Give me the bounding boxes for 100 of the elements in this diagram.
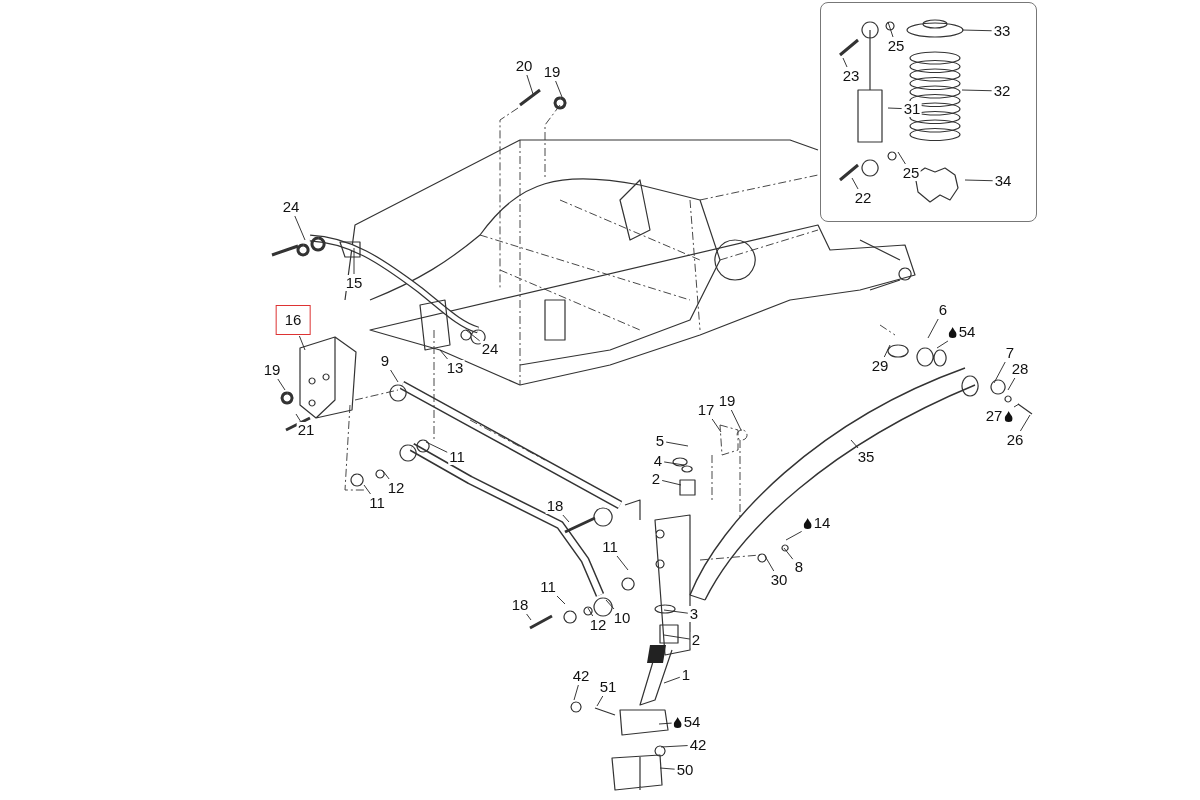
- leader-line: [665, 441, 689, 447]
- leader-line: [887, 21, 894, 38]
- callout-number: 42: [571, 668, 591, 684]
- leader-line: [897, 151, 906, 165]
- callout-number: 11: [448, 449, 466, 465]
- leader-line: [927, 318, 939, 339]
- callout-number: 26: [1005, 432, 1025, 448]
- callout-number: 20: [514, 58, 534, 74]
- inset-panel: [820, 2, 1037, 222]
- callout-number: 30: [769, 572, 789, 588]
- leader-line: [850, 439, 859, 449]
- leader-line: [658, 722, 673, 725]
- callout-number: 12: [588, 617, 608, 633]
- leader-line: [1019, 414, 1031, 432]
- callout-number: 50: [675, 762, 695, 778]
- callout-number: 1: [680, 667, 692, 683]
- callout-number: 16: [275, 305, 311, 335]
- leader-line: [887, 107, 903, 109]
- callout-number: 4: [652, 453, 664, 469]
- leader-line: [526, 613, 532, 621]
- callout-number: 10: [612, 610, 632, 626]
- callout-number: 11: [368, 495, 386, 511]
- leader-line: [663, 609, 689, 614]
- leader-line: [555, 80, 563, 98]
- leader-line: [562, 514, 570, 523]
- callout-number: 24: [480, 341, 500, 357]
- leader-line: [425, 441, 448, 453]
- callout-number: 34: [993, 173, 1013, 189]
- leader-line: [573, 684, 579, 701]
- callout-number: 31: [902, 101, 922, 117]
- callout-number: 54: [683, 714, 701, 730]
- callout-number: 3: [688, 606, 700, 622]
- leader-line: [587, 607, 594, 617]
- callout-number: 12: [386, 480, 406, 496]
- callout-number: 51: [598, 679, 618, 695]
- leader-line: [465, 329, 481, 342]
- leader-line: [783, 547, 794, 560]
- leader-line: [382, 470, 390, 480]
- leader-line: [605, 599, 615, 610]
- leader-line: [993, 361, 1006, 384]
- callout-number: 23: [841, 68, 861, 84]
- callout-number: 17: [696, 402, 716, 418]
- leader-line: [663, 676, 681, 684]
- callout-number: 14: [813, 515, 831, 531]
- leader-line: [363, 484, 371, 495]
- leader-line: [851, 177, 859, 190]
- leader-line: [616, 555, 629, 571]
- leader-line: [711, 418, 722, 433]
- leader-line: [764, 555, 775, 572]
- leader-line: [556, 595, 566, 605]
- callout-number: 11: [601, 539, 619, 555]
- callout-number: 25: [901, 165, 921, 181]
- leader-line: [730, 409, 742, 431]
- callout-number: 29: [870, 358, 890, 374]
- callout-number: 19: [542, 64, 562, 80]
- leader-line: [663, 461, 685, 466]
- callout-number: 25: [886, 38, 906, 54]
- leader-line: [961, 89, 993, 92]
- callout-number: 15: [344, 275, 364, 291]
- callout-number: 24: [281, 199, 301, 215]
- callout-number: 42: [688, 737, 708, 753]
- leader-line: [663, 634, 691, 640]
- leader-line: [353, 247, 355, 275]
- callout-number: 13: [445, 360, 465, 376]
- callout-number: 18: [545, 498, 565, 514]
- callout-number: 9: [379, 353, 391, 369]
- leader-line: [883, 344, 891, 358]
- leader-line: [785, 530, 803, 541]
- callout-number: 18: [510, 597, 530, 613]
- callout-number: 54: [958, 324, 976, 340]
- leader-line: [294, 215, 306, 241]
- leader-line: [295, 413, 301, 422]
- callout-number: 32: [992, 83, 1012, 99]
- callout-number: 19: [717, 393, 737, 409]
- leader-line: [661, 480, 682, 486]
- leader-line: [390, 369, 399, 383]
- callout-number: 5: [654, 433, 666, 449]
- callout-number: 19: [262, 362, 282, 378]
- leader-line: [439, 349, 448, 360]
- callout-number: 27: [985, 408, 1003, 424]
- callout-number: 35: [856, 449, 876, 465]
- callout-number: 11: [539, 579, 557, 595]
- callout-number: 7: [1004, 345, 1016, 361]
- callout-number: 8: [793, 559, 805, 575]
- leader-line: [842, 57, 848, 68]
- callout-number: 2: [690, 632, 702, 648]
- leader-line: [936, 340, 949, 349]
- callout-number: 6: [937, 302, 949, 318]
- leader-line: [596, 695, 604, 707]
- callout-number: 28: [1010, 361, 1030, 377]
- leader-line: [660, 745, 689, 748]
- leader-line: [298, 335, 306, 351]
- leader-line: [659, 767, 676, 770]
- leader-line: [961, 29, 993, 32]
- leader-line: [277, 378, 286, 391]
- leader-line: [1013, 403, 1020, 408]
- leader-line: [526, 74, 534, 95]
- callout-number: 33: [992, 23, 1012, 39]
- callout-number: 21: [296, 422, 316, 438]
- callout-number: 22: [853, 190, 873, 206]
